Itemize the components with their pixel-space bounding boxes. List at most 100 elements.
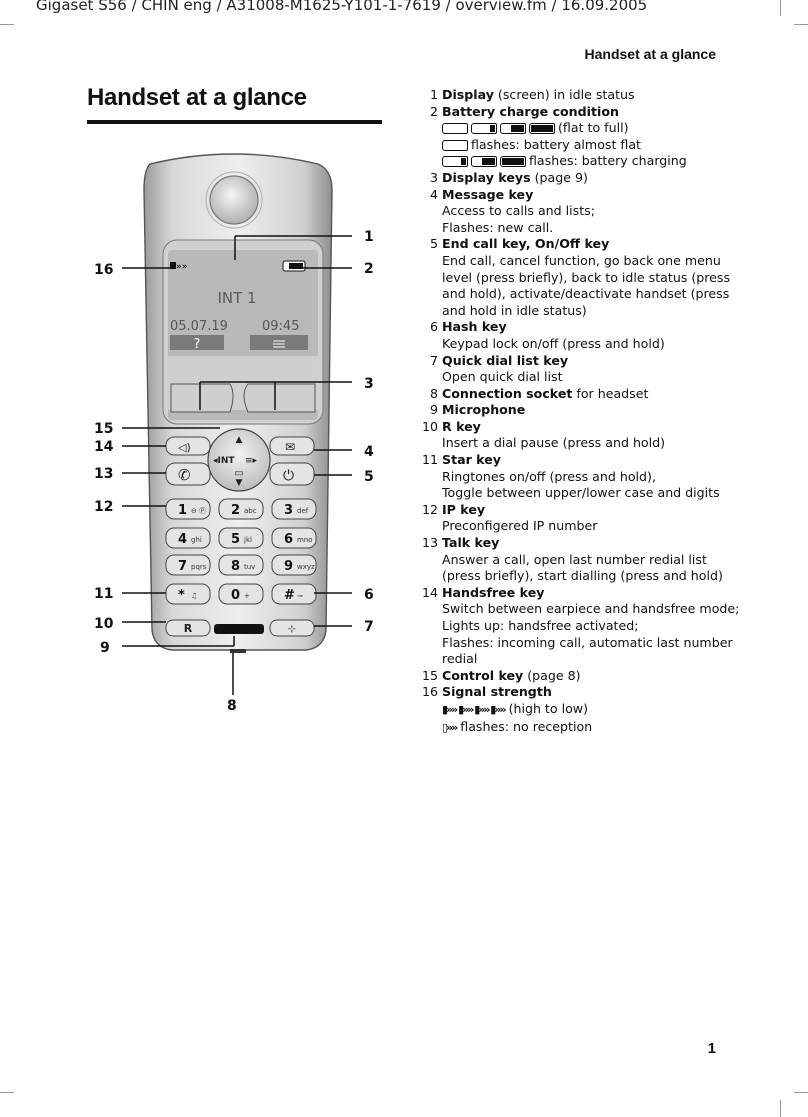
callout-4: 4 <box>364 444 374 460</box>
crop-mark <box>0 24 14 25</box>
legend-title: Connection socket <box>442 385 573 401</box>
display-key-right[interactable] <box>243 383 316 413</box>
battery-icon <box>471 156 497 168</box>
battery-icon <box>529 123 555 135</box>
keypad-key[interactable] <box>165 583 211 605</box>
softkey-right-label-bg <box>250 335 308 350</box>
callout-13: 13 <box>94 466 113 482</box>
softkey-left-label-bg <box>170 335 224 350</box>
page-number: 1 <box>707 1040 716 1057</box>
callout-14: 14 <box>94 439 114 455</box>
display-key-left[interactable] <box>170 383 234 413</box>
headset-socket[interactable] <box>230 649 246 653</box>
keypad-key-digit: 3 <box>284 503 293 518</box>
battery-icon <box>282 260 306 272</box>
battery-icon <box>500 123 526 135</box>
keypad-key[interactable] <box>271 583 317 605</box>
keypad-key-letters: pqrs <box>191 563 207 571</box>
callout-16: 16 <box>94 262 113 278</box>
keypad-key-letters: ⊖ Ⓟ <box>191 507 206 515</box>
keypad-key-digit: 4 <box>178 532 187 547</box>
quick-dial-icon: ⊹ <box>288 624 296 635</box>
callout-7: 7 <box>364 619 374 635</box>
legend-description: Access to calls and lists; <box>442 203 595 219</box>
battery-icon <box>500 156 526 168</box>
keypad-key-letters: ⊸ <box>297 592 303 600</box>
message-key[interactable] <box>269 436 315 456</box>
legend-title-suffix: for headset <box>572 385 649 401</box>
legend-description: Answer a call, open last number redial l… <box>442 551 723 584</box>
nav-right-label: ≡▸ <box>245 456 258 466</box>
keypad-key-digit: 6 <box>284 532 293 547</box>
keypad-key-letters: ♫ <box>191 592 197 600</box>
legend-title: Display <box>442 87 494 102</box>
keypad-key[interactable] <box>218 527 264 549</box>
callout-11: 11 <box>94 586 113 602</box>
handset-illustration: »» INT 1 05.07.19 09:45 ? ◁) ✉ ✆ ⏻ ▲ ▼ ◂… <box>94 153 374 714</box>
legend-title: Control key <box>442 667 524 683</box>
keypad-key-letters: tuv <box>244 563 255 571</box>
legend-number: 9 <box>429 402 438 418</box>
legend-number: 3 <box>429 169 438 185</box>
keypad-key[interactable] <box>271 498 317 520</box>
keypad-key-digit: 5 <box>231 532 240 547</box>
keypad-key[interactable] <box>218 583 264 605</box>
crop-mark <box>0 1092 14 1093</box>
keypad-key-digit: * <box>178 588 185 603</box>
nav-up-icon: ▲ <box>236 435 243 445</box>
control-key[interactable] <box>207 428 271 492</box>
keypad-key-letters: ghi <box>191 536 202 544</box>
keypad-key-letters: abc <box>244 507 257 515</box>
keypad-key[interactable] <box>165 498 211 520</box>
signal-strength-icon: ▯»» <box>442 720 458 734</box>
speaker-icon: ◁) <box>178 441 191 454</box>
legend-title: Talk key <box>442 535 500 551</box>
crop-mark <box>794 1092 808 1093</box>
callout-5: 5 <box>364 469 374 485</box>
callout-12: 12 <box>94 499 113 515</box>
keypad-key-digit: 9 <box>284 559 293 574</box>
battery-icon <box>442 139 468 151</box>
talk-key[interactable] <box>165 462 211 486</box>
legend-title: Quick dial list key <box>442 352 569 368</box>
keypad-key[interactable] <box>218 554 264 576</box>
display-time: 09:45 <box>262 319 299 334</box>
talk-icon: ✆ <box>178 466 191 484</box>
keypad-key-letters: def <box>297 507 309 515</box>
legend-description: Toggle between upper/lower case and digi… <box>442 485 720 501</box>
keypad-key[interactable] <box>218 498 264 520</box>
legend-number: 11 <box>421 452 438 468</box>
keypad-key[interactable] <box>271 554 317 576</box>
display-date: 05.07.19 <box>170 319 228 334</box>
legend-number: 4 <box>429 186 438 202</box>
keypad-key[interactable] <box>271 527 317 549</box>
legend-title: Microphone <box>442 402 526 418</box>
keypad-key-digit: 1 <box>178 503 187 518</box>
quick-dial-key[interactable] <box>269 619 315 637</box>
nav-down-icon: ▼ <box>236 478 243 488</box>
r-key[interactable] <box>165 619 211 637</box>
legend-description: End call, cancel function, go back one m… <box>442 252 731 318</box>
keypad-key[interactable] <box>165 554 211 576</box>
nav-left-label: ◂INT <box>213 456 235 466</box>
battery-icon <box>442 156 468 168</box>
keypad-key[interactable] <box>165 527 211 549</box>
keypad-key-digit: 0 <box>231 588 240 603</box>
legend-title: Message key <box>442 186 534 202</box>
legend-title: Hash key <box>442 319 507 335</box>
legend-description: flashes: battery almost flat <box>471 136 641 152</box>
legend-title: Display keys <box>442 169 531 185</box>
end-call-key[interactable] <box>269 462 315 486</box>
